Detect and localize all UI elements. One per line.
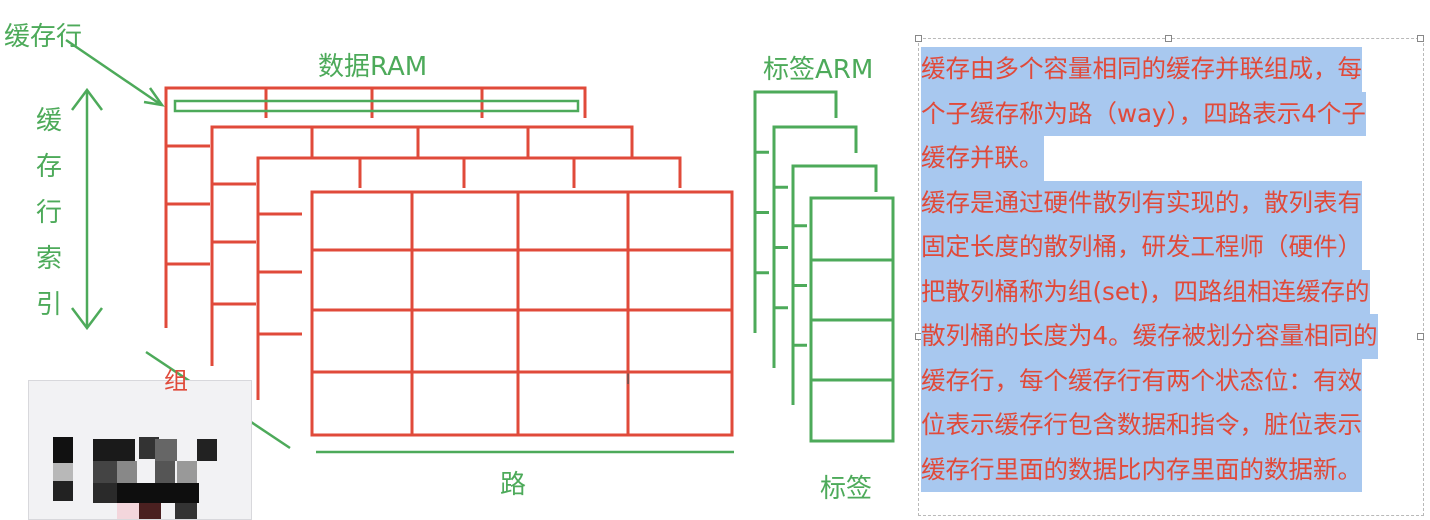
text-line: 缓存行里面的数据比内存里面的数据新。 xyxy=(921,447,1362,492)
data-ram-plane-back-1 xyxy=(164,86,587,328)
index-char-5: 引 xyxy=(36,290,63,320)
text-line: 把散列桶称为组(set)，四路组相连缓存的 xyxy=(921,269,1370,314)
paragraph: 缓存由多个容量相同的缓存并联组成，每个子缓存称为路（way），四路表示4个子缓存… xyxy=(921,47,1419,181)
cache-diagram xyxy=(65,38,895,454)
diagram-annotations xyxy=(65,38,734,454)
text-line: 个子缓存称为路（way），四路表示4个子 xyxy=(921,91,1366,136)
text-line: 缓存行，每个缓存行有两个状态位：有效 xyxy=(921,358,1362,403)
tag-plane-front xyxy=(809,196,895,443)
data-ram-plane-front xyxy=(310,190,734,437)
plane-outline xyxy=(164,86,587,328)
highlighted-cache-line xyxy=(173,99,580,113)
front-grid-border xyxy=(310,190,734,437)
plane-outline xyxy=(256,156,682,400)
set-label: 组 xyxy=(164,367,188,395)
index-char-1: 缓 xyxy=(36,106,63,136)
text-line: 位表示缓存行包含数据和指令，脏位表示 xyxy=(921,403,1362,448)
pointer-arrowhead xyxy=(143,87,165,107)
cache-line-pointer xyxy=(65,38,161,106)
index-arrowhead-up xyxy=(71,87,103,111)
index-char-4: 索 xyxy=(36,244,63,274)
tag-ram-planes xyxy=(753,90,895,443)
tag-plane-back-1 xyxy=(753,90,838,333)
pixelated-thumbnail xyxy=(28,380,252,520)
text-line: 固定长度的散列桶，研发工程师（硬件） xyxy=(921,225,1362,270)
tag-arm-label: 标签ARM xyxy=(763,55,874,85)
data-ram-plane-back-2 xyxy=(210,125,634,366)
way-label: 路 xyxy=(500,470,527,500)
text-cursor-icon: I xyxy=(626,372,631,388)
text-line: 散列桶的长度为4。缓存被划分容量相同的 xyxy=(921,314,1378,359)
text-line: 缓存是通过硬件散列有实现的，散列表有 xyxy=(921,180,1362,225)
data-ram-plane-back-3 xyxy=(256,156,682,400)
index-char-3: 行 xyxy=(36,198,63,228)
description-text-box[interactable]: 缓存由多个容量相同的缓存并联组成，每个子缓存称为路（way），四路表示4个子缓存… xyxy=(915,35,1424,516)
description-text: 缓存由多个容量相同的缓存并联组成，每个子缓存称为路（way），四路表示4个子缓存… xyxy=(921,47,1419,492)
text-line: 缓存并联。 xyxy=(921,136,1044,181)
tag-label: 标签 xyxy=(820,474,873,504)
cache-line-label: 缓存行 xyxy=(4,22,83,52)
index-char-2: 存 xyxy=(36,152,63,182)
paragraph: 缓存是通过硬件散列有实现的，散列表有固定长度的散列桶，研发工程师（硬件）把散列桶… xyxy=(921,180,1419,492)
data-ram-label: 数据RAM xyxy=(318,52,428,82)
data-ram-planes xyxy=(164,86,734,437)
tag-plane-back-3 xyxy=(791,164,878,405)
plane-outline xyxy=(210,125,634,366)
tag-plane-back-2 xyxy=(772,125,858,368)
text-line: 缓存由多个容量相同的缓存并联组成，每 xyxy=(921,47,1362,92)
index-arrowhead-down xyxy=(71,307,103,331)
